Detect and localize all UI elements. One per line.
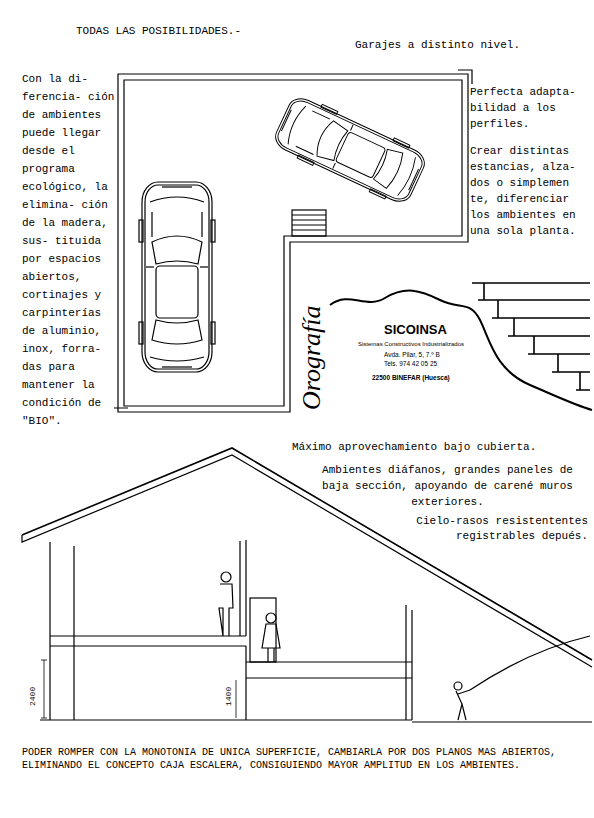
dimension-line (41, 660, 236, 718)
side-text: Crear distintas estancias, alza- dos o s… (470, 143, 592, 239)
handwritten-label: Orografía (297, 306, 327, 411)
stair (292, 210, 326, 236)
terrain-steps (472, 283, 590, 390)
logo-city: 22500 BINEFAR (Huesca) (372, 373, 450, 382)
logo-subtitle: Sistemas Constructivos Industrializados (358, 340, 464, 348)
plan-wall (118, 74, 468, 412)
wall (50, 540, 246, 720)
dimension-label: 2400 (28, 687, 38, 706)
page-title: TODAS LAS POSIBILIDADES.- (76, 25, 241, 37)
dimension-label: 1400 (224, 687, 234, 706)
logo-address: Avda. Pilar, 5, 7.º B (384, 350, 440, 359)
note: Garajes a distinto nivel. (355, 38, 555, 52)
note: Máximo aprovechamiento bajo cubierta. (292, 440, 582, 455)
logo-name: SICOINSA (384, 322, 447, 338)
roof (22, 455, 592, 667)
plan-wall (114, 70, 472, 408)
side-text: Perfecta adapta- bilidad a los perfiles. (470, 84, 592, 132)
note: Cielo-rasos resistententes registrables … (403, 514, 588, 544)
floor-slab (50, 636, 246, 646)
person (262, 613, 280, 662)
logo-phone: Tels. 974 42 05 25 (384, 359, 437, 368)
terrain-line (330, 291, 592, 410)
person (219, 572, 233, 636)
person-fishing (454, 636, 590, 720)
side-text: Con la di- ferencia- ción de ambientes p… (22, 70, 117, 430)
ground-line (40, 720, 592, 722)
door (250, 598, 276, 662)
caption-text: PODER ROMPER CON LA MONOTONIA DE UNICA S… (22, 746, 587, 772)
plan-wall (124, 80, 462, 406)
roof (22, 448, 592, 660)
note: Ambientes diáfanos, grandes paneles de b… (320, 462, 575, 510)
